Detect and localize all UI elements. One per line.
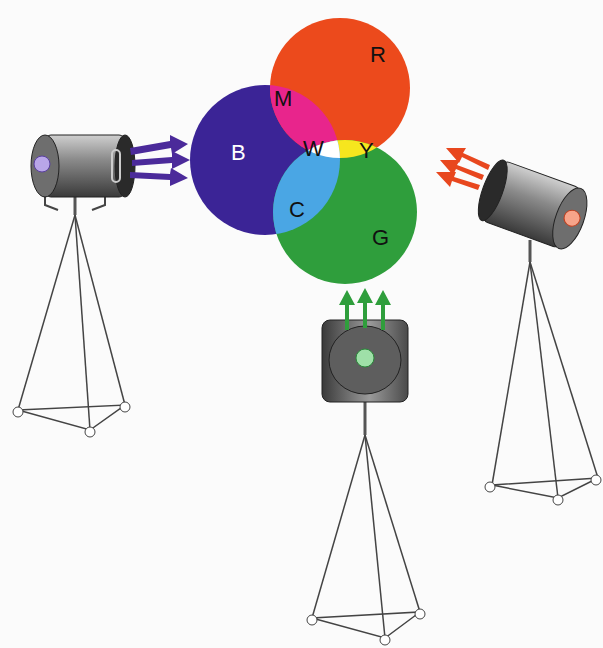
magenta-overlap: [270, 18, 410, 158]
region-letter: R: [370, 43, 386, 67]
region-letter: W: [303, 137, 324, 161]
cyan-region: C: [285, 196, 309, 224]
region-letter: M: [274, 87, 292, 111]
white-overlap: [273, 140, 417, 284]
red-spotlight: [436, 148, 601, 505]
magenta-region: M: [270, 85, 296, 113]
region-letter: Y: [359, 139, 374, 163]
yellow-overlap: [273, 140, 417, 284]
red-light: [270, 18, 410, 158]
green-spotlight: [307, 288, 425, 645]
region-letter: C: [289, 198, 305, 222]
blue-circle: B: [227, 139, 250, 167]
green-circle: G: [368, 224, 393, 252]
blue-spotlight: [13, 135, 190, 437]
region-letter: G: [372, 226, 389, 250]
region-letter: B: [231, 141, 246, 165]
cyan-overlap: [273, 140, 417, 284]
white-region: W: [299, 135, 328, 163]
yellow-region: Y: [355, 137, 378, 165]
red-circle: R: [366, 41, 390, 69]
green-light: [273, 140, 417, 284]
